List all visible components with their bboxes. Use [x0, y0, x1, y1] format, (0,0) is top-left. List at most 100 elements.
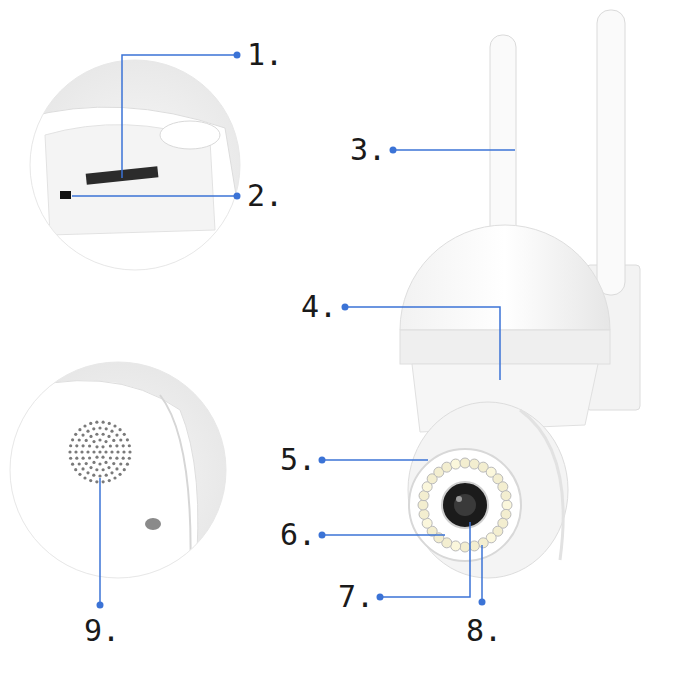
speaker-hole	[98, 438, 101, 441]
speaker-hole	[126, 438, 129, 441]
callout-number: 3.	[350, 135, 386, 165]
led	[469, 541, 479, 551]
speaker-hole	[110, 450, 113, 453]
slot-inset	[20, 50, 260, 290]
leader-lines	[72, 55, 515, 605]
speaker-hole	[95, 468, 98, 471]
speaker-hole	[110, 430, 113, 433]
speaker-hole	[115, 467, 118, 470]
speaker-hole	[89, 479, 92, 482]
speaker-hole	[119, 438, 122, 441]
speaker-hole	[128, 450, 131, 453]
speaker-hole	[115, 457, 118, 460]
speaker-hole	[68, 450, 71, 453]
callout-number: 7.	[338, 582, 374, 612]
speaker-hole	[102, 468, 105, 471]
speaker-hole	[95, 456, 98, 459]
speaker-hole	[86, 430, 89, 433]
speaker-hole	[83, 476, 86, 479]
speaker-hole	[110, 471, 113, 474]
callout-number: 1.	[247, 40, 283, 70]
speaker-hole	[118, 428, 121, 431]
speaker-hole	[92, 440, 95, 443]
speaker-hole	[108, 479, 111, 482]
speaker-hole	[83, 424, 86, 427]
callout-number: 2.	[247, 181, 283, 211]
speaker-hole	[92, 474, 95, 477]
speaker-hole	[102, 433, 105, 436]
speaker-hole	[115, 444, 118, 447]
speaker-hole	[115, 433, 118, 436]
speaker-hole	[101, 456, 104, 459]
speaker-hole	[95, 480, 98, 483]
callout-number: 8.	[466, 616, 502, 646]
led	[501, 491, 511, 501]
speaker-hole	[95, 433, 98, 436]
speaker-hole	[81, 433, 84, 436]
speaker-hole	[104, 450, 107, 453]
speaker-hole	[123, 468, 126, 471]
speaker-hole	[81, 444, 84, 447]
speaker-inset	[0, 360, 235, 590]
speaker-hole	[92, 461, 95, 464]
speaker-hole	[89, 422, 92, 425]
speaker-hole	[102, 421, 105, 424]
speaker-grille	[68, 421, 131, 484]
speaker-hole	[109, 444, 112, 447]
speaker-hole	[88, 444, 91, 447]
speaker-hole	[101, 445, 104, 448]
speaker-hole	[78, 462, 81, 465]
speaker-hole	[69, 444, 72, 447]
speaker-hole	[98, 426, 101, 429]
led	[418, 500, 428, 510]
speaker-hole	[89, 466, 92, 469]
speaker-hole	[78, 438, 81, 441]
speaker-hole	[71, 438, 74, 441]
led	[502, 500, 512, 510]
speaker-hole	[104, 461, 107, 464]
speaker-hole	[119, 462, 122, 465]
speaker-hole	[81, 457, 84, 460]
speaker-hole	[122, 444, 125, 447]
speaker-hole	[74, 468, 77, 471]
leader-dots	[97, 52, 486, 609]
speaker-hole	[105, 474, 108, 477]
speaker-hole	[104, 440, 107, 443]
speaker-hole	[126, 463, 129, 466]
speaker-hole	[128, 457, 131, 460]
speaker-hole	[98, 474, 101, 477]
speaker-hole	[113, 476, 116, 479]
led	[451, 459, 461, 469]
speaker-hole	[86, 450, 89, 453]
speaker-hole	[92, 450, 95, 453]
speaker-hole	[98, 450, 101, 453]
speaker-hole	[89, 435, 92, 438]
speaker-hole	[98, 462, 101, 465]
speaker-hole	[95, 421, 98, 424]
speaker-hole	[71, 463, 74, 466]
speaker-hole	[123, 433, 126, 436]
speaker-hole	[102, 480, 105, 483]
camera-body	[400, 10, 640, 578]
speaker-hole	[81, 467, 84, 470]
speaker-hole	[118, 473, 121, 476]
led	[419, 509, 429, 519]
callout-number: 6.	[280, 520, 316, 550]
speaker-hole	[116, 450, 119, 453]
callout-number: 4.	[301, 292, 337, 322]
led	[460, 542, 470, 552]
speaker-hole	[78, 473, 81, 476]
speaker-hole	[122, 450, 125, 453]
speaker-hole	[112, 462, 115, 465]
speaker-hole	[69, 457, 72, 460]
speaker-hole	[86, 471, 89, 474]
callout-number: 9.	[84, 616, 120, 646]
speaker-hole	[92, 427, 95, 430]
speaker-hole	[74, 450, 77, 453]
speaker-hole	[78, 428, 81, 431]
speaker-hole	[113, 424, 116, 427]
speaker-hole	[80, 450, 83, 453]
